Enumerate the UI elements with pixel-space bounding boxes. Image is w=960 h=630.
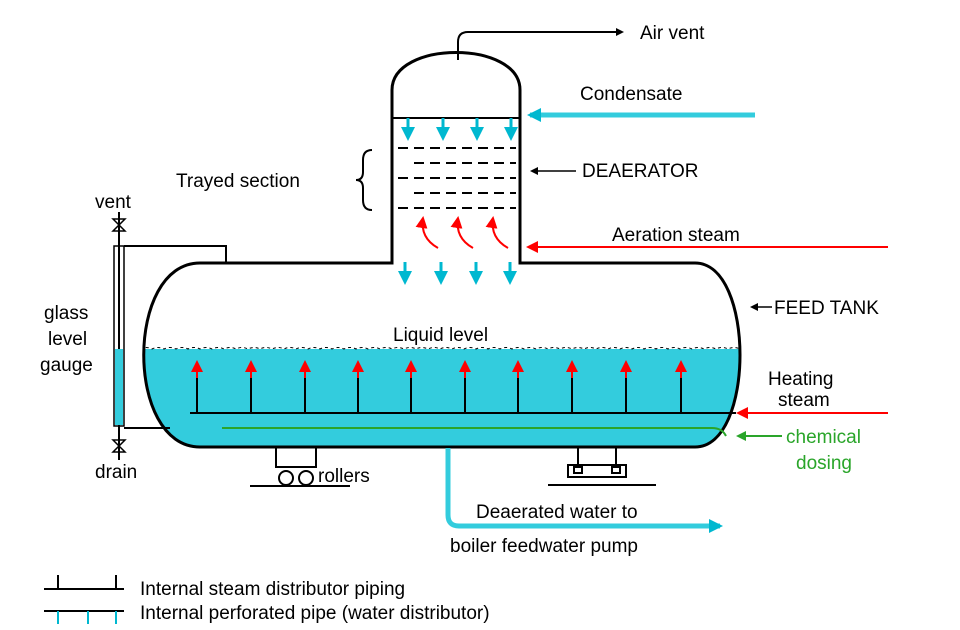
vessel-outline	[142, 51, 742, 449]
outlet-label-line2: boiler feedwater pump	[450, 536, 638, 557]
glass-level-gauge-label-line3: gauge	[40, 355, 93, 376]
fixed-support	[548, 446, 656, 486]
aeration-steam-label: Aeration steam	[612, 225, 740, 246]
rising-steam-arrows	[415, 216, 509, 249]
falling-water-arrows	[398, 262, 517, 285]
chemical-dosing-label-line1: chemical	[786, 427, 861, 448]
vent-label: vent	[95, 192, 132, 213]
condensate-label: Condensate	[580, 84, 682, 105]
chemical-dosing-label-line2: dosing	[796, 453, 852, 474]
legend-water-distributor-symbol	[44, 610, 124, 624]
legend-label-steam-distributor: Internal steam distributor piping	[140, 579, 405, 600]
outlet-label-line1: Deaerated water to	[476, 502, 638, 523]
legend-label-water-distributor: Internal perforated pipe (water distribu…	[140, 603, 490, 624]
trayed-section-label: Trayed section	[176, 171, 300, 192]
legend: Internal steam distributor piping Intern…	[44, 575, 490, 624]
glass-level-gauge	[111, 212, 227, 460]
heating-steam-label-line1: Heating	[768, 369, 834, 390]
steam-distributor-piping	[190, 360, 736, 414]
air-vent-pipe	[457, 28, 624, 60]
deaerated-water-outlet	[445, 448, 723, 533]
trays	[398, 147, 516, 209]
deaerator-label: DEAERATOR	[582, 161, 699, 182]
trayed-section-brace	[355, 149, 373, 211]
air-vent-label: Air vent	[640, 23, 705, 44]
liquid-level-label: Liquid level	[393, 325, 488, 346]
glass-level-gauge-label-line1: glass	[44, 303, 88, 324]
water-body	[143, 347, 740, 447]
top-water-distributor	[392, 117, 520, 141]
drain-label: drain	[95, 462, 137, 483]
roller-support	[250, 446, 350, 487]
legend-steam-distributor-symbol	[44, 575, 124, 590]
rollers-label: rollers	[318, 466, 370, 487]
glass-level-gauge-label-line2: level	[48, 329, 87, 350]
chemical-dosing-pipe	[222, 427, 727, 437]
heating-steam-label-line2: steam	[778, 390, 830, 411]
feed-tank-label: FEED TANK	[774, 298, 879, 319]
